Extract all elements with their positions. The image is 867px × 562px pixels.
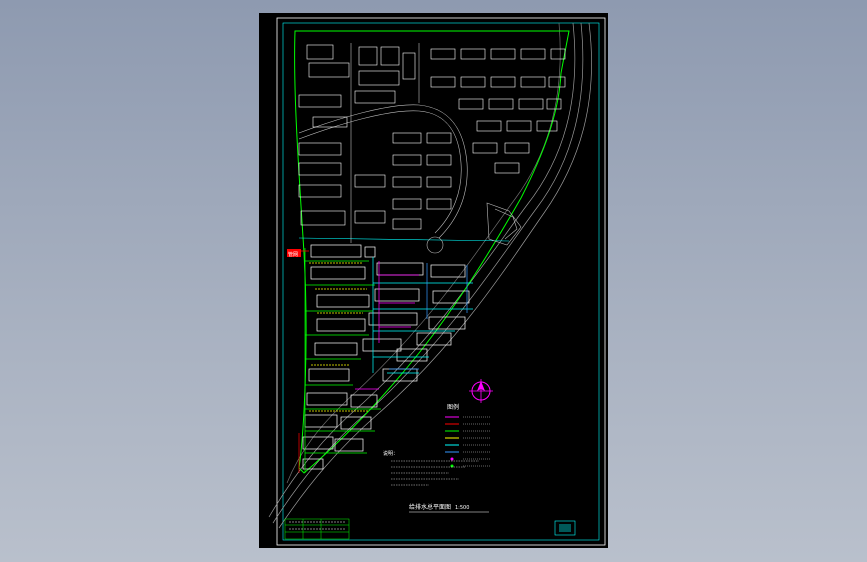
red-tag-label: 管网 bbox=[288, 251, 298, 258]
site-boundary bbox=[294, 30, 570, 474]
notes-title: 说明： bbox=[383, 450, 398, 457]
drawing-sheet[interactable]: 管网 图例 说明： bbox=[259, 13, 608, 548]
drawing-scale: 1:500 bbox=[455, 505, 469, 511]
inner-frame bbox=[282, 22, 600, 541]
title-block bbox=[284, 518, 350, 540]
north-arrow-icon bbox=[469, 379, 493, 403]
red-tag-marker bbox=[287, 249, 301, 257]
stamp-box bbox=[554, 520, 576, 536]
south-buildings bbox=[295, 244, 473, 473]
legend: 图例 bbox=[445, 403, 491, 468]
outer-frame bbox=[276, 17, 606, 546]
notes: 说明： bbox=[383, 450, 479, 486]
drawing-title: 给排水总平面图 bbox=[409, 503, 451, 511]
clubhouse bbox=[426, 202, 522, 254]
drawing-title-block: 给排水总平面图 1:500 bbox=[409, 503, 489, 513]
legend-title: 图例 bbox=[447, 403, 459, 411]
internal-roads bbox=[298, 43, 510, 243]
north-buildings bbox=[298, 44, 566, 230]
stamp-fill bbox=[559, 524, 571, 532]
site-plan-svg: 管网 图例 说明： bbox=[268, 17, 606, 546]
